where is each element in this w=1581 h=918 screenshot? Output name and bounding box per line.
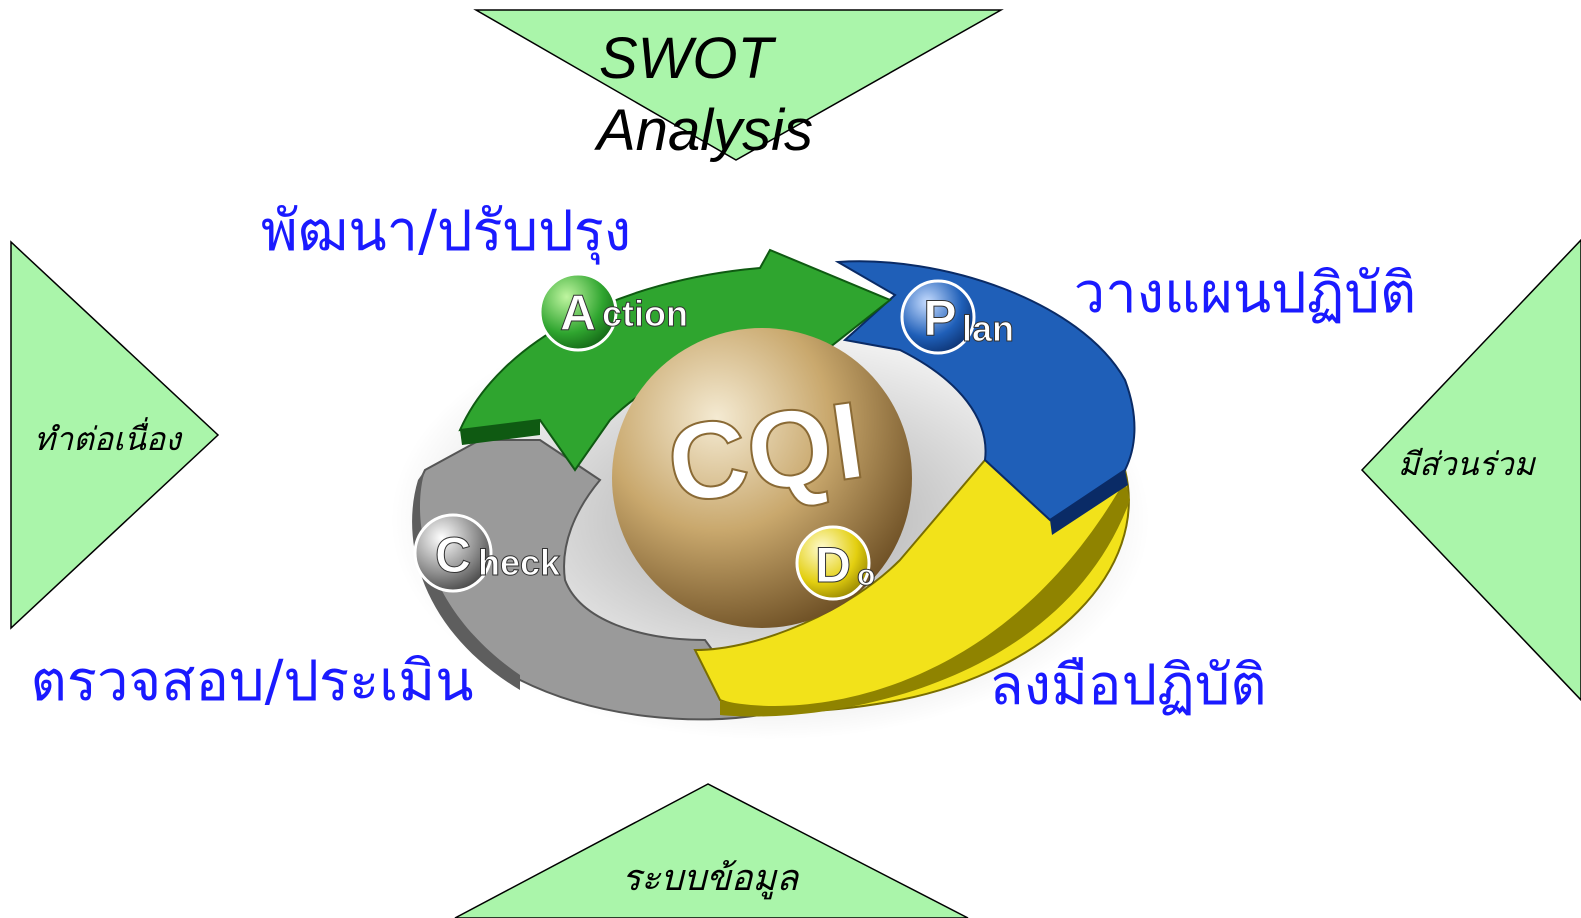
left-triangle (10, 240, 220, 630)
check-initial: C (435, 527, 471, 583)
top-triangle (473, 9, 1004, 161)
check-rest: heck (478, 542, 561, 583)
bottom-triangle (454, 783, 969, 918)
right-triangle (1360, 238, 1581, 702)
right-label: มีส่วนร่วม (1398, 445, 1537, 483)
do-initial: D (815, 537, 851, 593)
plan-segment-side (1050, 470, 1128, 535)
action-badge (538, 272, 618, 352)
plan-phase-label: วางแผนปฏิบัติ (1074, 261, 1416, 326)
plan-rest: lan (962, 308, 1014, 349)
left-label: ทำต่อเนื่อง (34, 417, 183, 458)
swot-title-line1: SWOT (599, 26, 777, 91)
action-initial: A (560, 285, 596, 341)
center-label: CQI (660, 378, 871, 527)
plan-initial: P (923, 290, 956, 346)
bottom-label: ระบบข้อมูล (622, 858, 800, 900)
action-segment-side (460, 420, 540, 445)
do-phase-label: ลงมือปฏิบัติ (989, 653, 1266, 718)
swot-title-line2: Analysis (594, 98, 813, 163)
do-badge (795, 525, 871, 601)
action-phase-label: พัฒนา/ปรับปรุง (261, 199, 631, 265)
check-badge (413, 513, 493, 593)
check-phase-label: ตรวจสอบ/ประเมิน (31, 649, 474, 714)
do-segment-side (720, 480, 1130, 717)
pdca-cycle: CQI A ction P lan C heck D o (390, 248, 1150, 740)
do-rest: o (857, 559, 875, 592)
action-rest: ction (602, 293, 688, 334)
plan-badge (900, 279, 976, 355)
